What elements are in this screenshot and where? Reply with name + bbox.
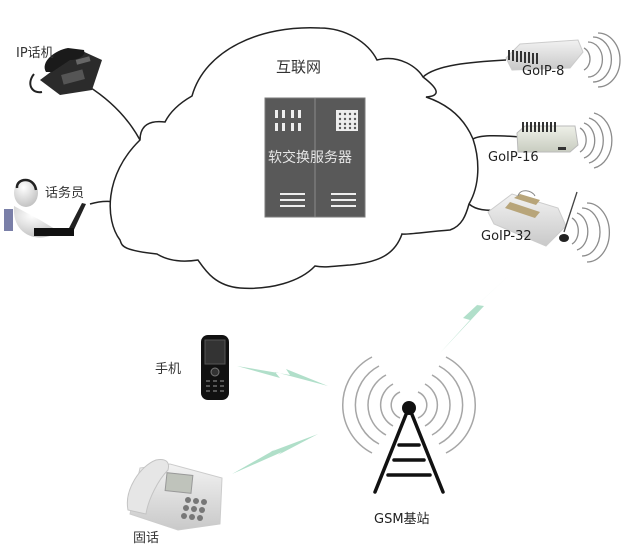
operator-icon (4, 178, 86, 238)
gsm-station-label: GSM基站 (374, 512, 430, 527)
wireless-link-icons (232, 270, 515, 474)
wired-links (87, 59, 521, 212)
wireless-mobile-gsm (237, 366, 328, 386)
mobile-label: 手机 (155, 362, 182, 377)
softswitch-server (264, 97, 366, 218)
landline-label: 固话 (133, 531, 160, 546)
wireless-landline-gsm (232, 434, 318, 474)
gsm-tower-icon (341, 356, 477, 494)
link-goip8 (422, 59, 507, 78)
ip-phone-icon (29, 48, 102, 95)
goip8-label: GoIP-8 (522, 64, 565, 79)
mobile-phone-icon (201, 335, 229, 400)
operator-label: 话务员 (45, 186, 85, 201)
cloud-label: 互联网 (276, 58, 322, 76)
goip-wave-icons (571, 32, 621, 263)
wireless-goip32-gsm (440, 270, 515, 353)
link-goip16 (472, 134, 521, 140)
landline-phone-icon (126, 459, 223, 531)
goip16-device-icon (516, 122, 579, 153)
goip32-label: GoIP-32 (481, 229, 532, 244)
ip-phone-label: IP话机 (16, 46, 54, 61)
goip32-device-icon (487, 190, 578, 247)
goip8-device-icon (505, 39, 584, 71)
server-label: 软交换服务器 (268, 150, 352, 166)
link-ip-phone (87, 85, 141, 141)
goip16-label: GoIP-16 (488, 150, 539, 165)
